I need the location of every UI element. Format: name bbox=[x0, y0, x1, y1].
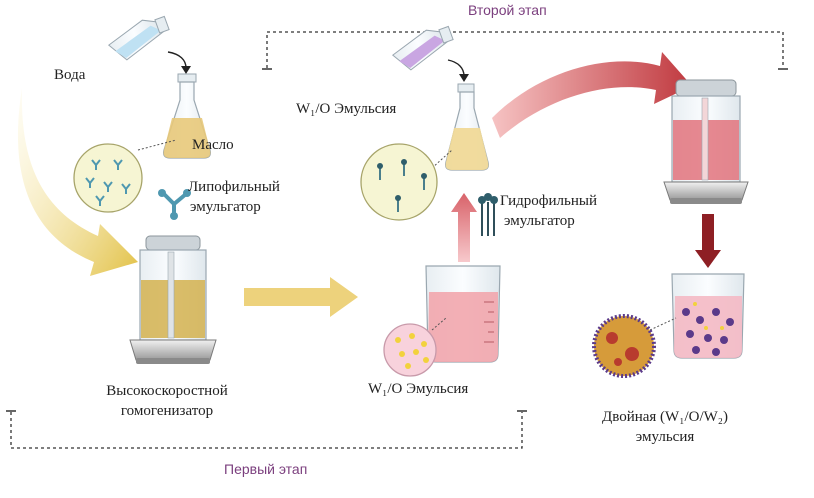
purple-pour-flask bbox=[391, 25, 454, 71]
pour-arrow-1-head bbox=[181, 66, 191, 74]
homogenizer-2 bbox=[663, 79, 749, 204]
yellow-curved-arrow bbox=[17, 88, 138, 276]
first-stage-bracket bbox=[10, 412, 523, 449]
lipophilic-emulsifier-icon bbox=[158, 189, 191, 220]
dark-red-down-arrow bbox=[695, 214, 721, 268]
double-emulsion-label-2: эмульсия bbox=[635, 429, 695, 445]
yellow-droplets bbox=[395, 333, 429, 369]
pour-arrow-2-head bbox=[459, 74, 469, 82]
second-stage-bracket bbox=[266, 31, 784, 68]
homogenizer-label-2: гомогенизатор bbox=[120, 403, 214, 419]
oil-flask bbox=[163, 73, 211, 159]
double-droplet-zoom-circle bbox=[592, 314, 656, 378]
zoom-line-2 bbox=[431, 149, 453, 169]
w1o-molecules bbox=[377, 159, 427, 212]
hydrophilic-label-1: Гидрофильный bbox=[500, 193, 597, 209]
w1o-flask bbox=[445, 83, 489, 171]
second-stage-title: Второй этап bbox=[468, 2, 547, 18]
homogenizer-1 bbox=[129, 235, 217, 364]
double-droplet-inner bbox=[606, 332, 639, 366]
lipophilic-zoom-circle bbox=[73, 143, 143, 213]
yellow-horizontal-arrow bbox=[244, 277, 358, 317]
zoom-line-4 bbox=[649, 317, 677, 331]
lipophilic-molecules bbox=[85, 159, 131, 206]
pink-up-arrow bbox=[451, 193, 477, 262]
hydrophilic-label-2: эмульгатор bbox=[504, 213, 575, 229]
oil-label: Масло bbox=[192, 137, 234, 153]
double-emulsion-label-1: Двойная (W₁/O/W₂) bbox=[601, 409, 728, 425]
w1o-label-top: W₁/O Эмульсия bbox=[296, 101, 397, 117]
droplets-zoom-circle bbox=[383, 323, 437, 377]
double-emulsion-beaker bbox=[671, 273, 745, 359]
w1o-label-bottom: W₁/O Эмульсия bbox=[368, 381, 469, 397]
zoom-line-3 bbox=[431, 317, 447, 331]
hydrophilic-emulsifier-icon bbox=[478, 193, 498, 236]
lipophilic-label-1: Липофильный bbox=[188, 179, 280, 195]
lipophilic-label-2: эмульгатор bbox=[190, 199, 261, 215]
water-label: Вода bbox=[54, 67, 86, 83]
pink-beaker bbox=[425, 265, 501, 363]
water-pour-flask bbox=[107, 15, 170, 61]
homogenizer-label-1: Высокоскоростной bbox=[106, 383, 228, 399]
zoom-line-1 bbox=[137, 139, 177, 151]
pour-arrow-1 bbox=[167, 51, 187, 69]
first-stage-title: Первый этап bbox=[224, 461, 308, 477]
pour-arrow-2 bbox=[447, 59, 465, 77]
red-curved-arrow bbox=[492, 52, 692, 138]
